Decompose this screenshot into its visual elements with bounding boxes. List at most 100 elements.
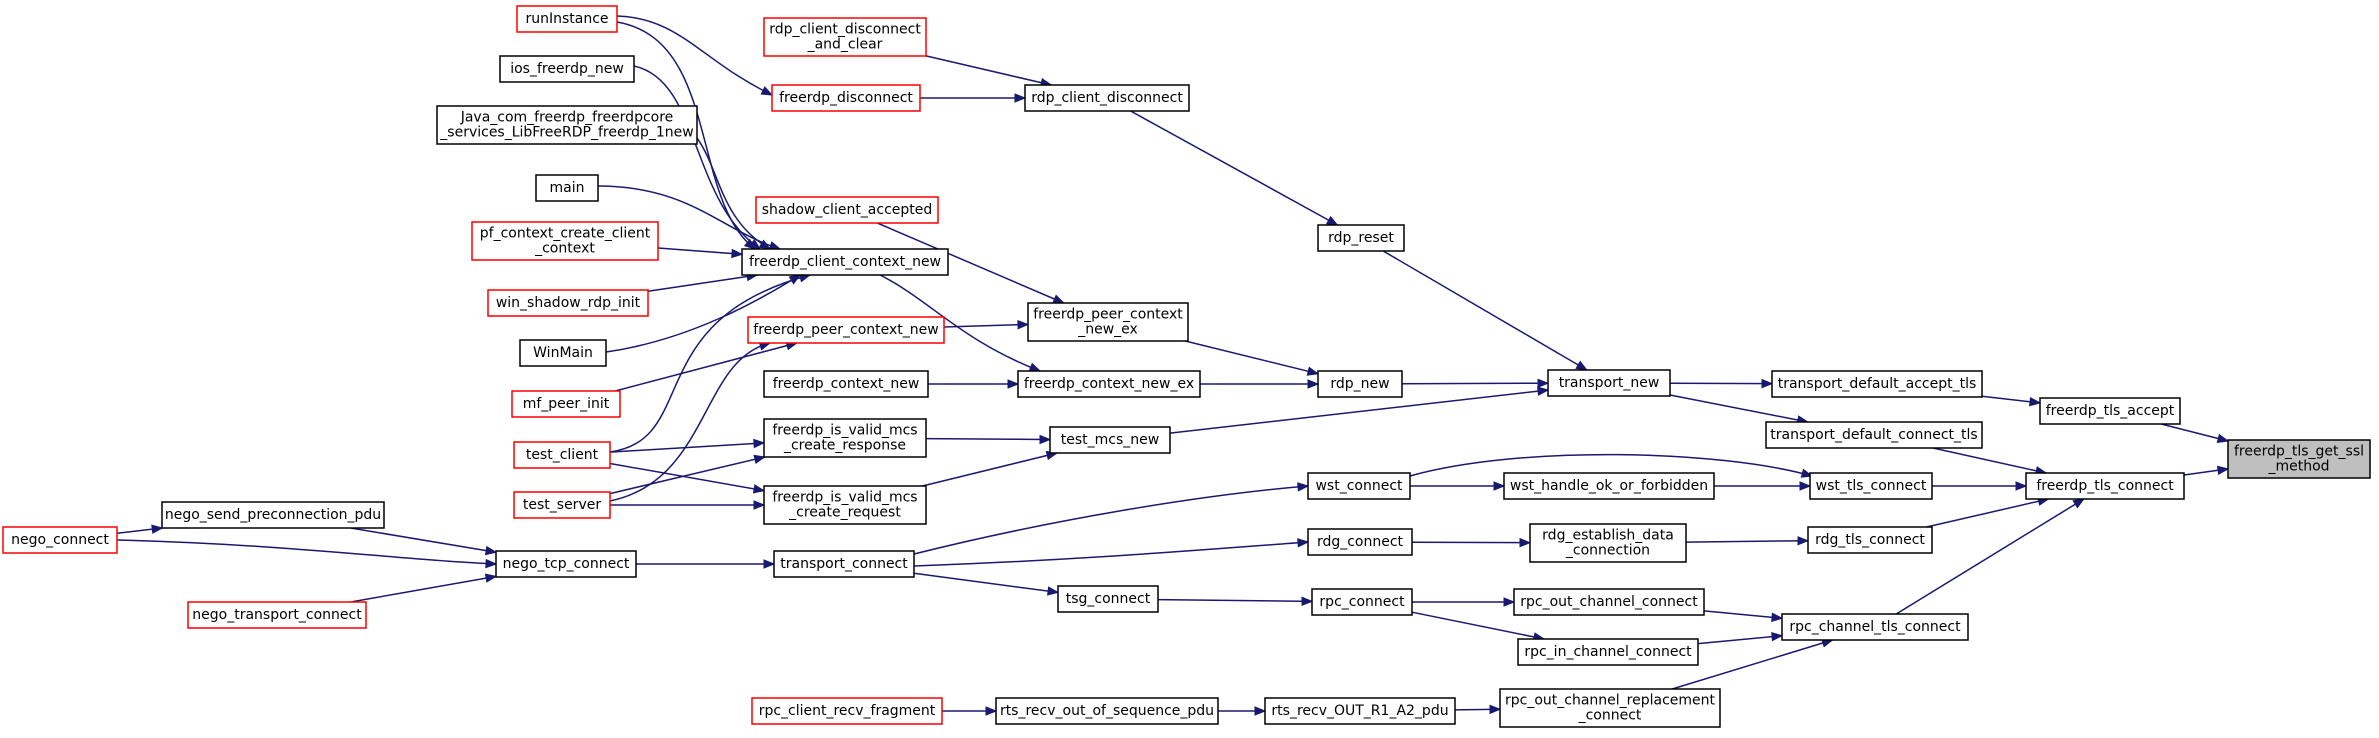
edge-nego_connect-to-nego_tcp_connect <box>116 539 498 569</box>
node-transport_default_connect_tls[interactable]: transport_default_connect_tls <box>1765 421 1983 449</box>
edge-rdg_establish-to-rdg_tls_connect <box>1685 536 1810 546</box>
node-rpc_in_channel_connect[interactable]: rpc_in_channel_connect <box>1517 638 1699 666</box>
edge-peer_context_new-to-peer_context_new_ex <box>943 319 1030 330</box>
arrowhead <box>484 573 498 583</box>
node-wst_connect[interactable]: wst_connect <box>1307 472 1411 500</box>
node-box <box>1765 421 1983 449</box>
node-context_new_ex[interactable]: freerdp_context_new_ex <box>1017 370 1201 398</box>
arrowhead <box>151 524 164 534</box>
node-valid_mcs_request[interactable]: freerdp_is_valid_mcs_create_request <box>763 485 927 525</box>
edge-transport_connect-to-tsg_connect <box>913 572 1060 596</box>
edge-context_new_ex-to-rdp_new <box>1200 379 1320 389</box>
node-shadow_client_accepted[interactable]: shadow_client_accepted <box>755 196 939 224</box>
arrowhead <box>1575 360 1588 371</box>
node-box <box>1513 588 1705 616</box>
edge-rdg_connect-to-rdg_establish <box>1411 537 1532 548</box>
node-label: nego_send_preconnection_pdu <box>165 507 381 523</box>
node-freerdp_disconnect[interactable]: freerdp_disconnect <box>771 84 921 112</box>
node-label: test_mcs_new <box>1061 432 1159 448</box>
node-test_mcs_new[interactable]: test_mcs_new <box>1049 426 1171 454</box>
node-label: test_server <box>523 497 601 513</box>
node-rts_recv_out_r1[interactable]: rts_recv_OUT_R1_A2_pdu <box>1264 697 1456 725</box>
node-main[interactable]: main <box>535 174 599 202</box>
node-rdg_tls_connect[interactable]: rdg_tls_connect <box>1807 526 1933 554</box>
node-java_jni[interactable]: Java_com_freerdp_freerdpcore_services_Li… <box>436 105 698 145</box>
node-context_new[interactable]: freerdp_context_new <box>763 370 929 398</box>
node-nego_connect[interactable]: nego_connect <box>2 526 118 554</box>
arrowhead <box>1493 481 1506 491</box>
node-rdp_client_disconnect_and_clear[interactable]: rdp_client_disconnect_and_clear <box>763 17 927 57</box>
node-label: rdp_reset <box>1328 230 1394 246</box>
node-box <box>771 84 921 112</box>
node-box <box>1049 426 1171 454</box>
arrowhead <box>1771 632 1784 642</box>
node-ios_freerdp_new[interactable]: ios_freerdp_new <box>499 55 635 83</box>
arrowhead <box>1799 481 1812 491</box>
node-client_context_new[interactable]: freerdp_client_context_new <box>741 248 949 276</box>
edge-pf_context-to-client_context_new <box>657 247 744 259</box>
node-transport_default_accept_tls[interactable]: transport_default_accept_tls <box>1771 370 1983 398</box>
node-box <box>471 221 659 261</box>
node-runInstance[interactable]: runInstance <box>516 5 618 33</box>
node-rpc_connect[interactable]: rpc_connect <box>1311 588 1413 616</box>
arrowhead <box>748 238 762 250</box>
node-label: main <box>550 180 585 196</box>
arrowhead <box>1537 378 1550 389</box>
node-transport_new[interactable]: transport_new <box>1547 369 1671 397</box>
arrowhead <box>753 438 766 449</box>
node-box <box>161 501 385 529</box>
node-box <box>499 55 635 83</box>
node-tls_connect[interactable]: freerdp_tls_connect <box>2025 472 2185 500</box>
node-box <box>763 370 929 398</box>
node-peer_context_new_ex[interactable]: freerdp_peer_context_new_ex <box>1027 302 1189 342</box>
node-test_server[interactable]: test_server <box>513 491 611 519</box>
arrowhead <box>1254 706 1267 716</box>
node-valid_mcs_response[interactable]: freerdp_is_valid_mcs_create_response <box>763 418 927 458</box>
node-transport_connect[interactable]: transport_connect <box>773 550 915 578</box>
node-label: WinMain <box>533 345 593 361</box>
node-rdp_client_disconnect[interactable]: rdp_client_disconnect <box>1024 84 1190 112</box>
node-peer_context_new[interactable]: freerdp_peer_context_new <box>747 316 945 344</box>
node-tls_accept[interactable]: freerdp_tls_accept <box>2039 397 2181 425</box>
node-wst_tls_connect[interactable]: wst_tls_connect <box>1809 472 1933 500</box>
node-box <box>436 105 698 145</box>
node-mf_peer_init[interactable]: mf_peer_init <box>511 390 621 418</box>
node-nego_send_preconnection_pdu[interactable]: nego_send_preconnection_pdu <box>161 501 385 529</box>
node-nego_tcp_connect[interactable]: nego_tcp_connect <box>495 550 637 578</box>
node-label: nego_tcp_connect <box>503 556 630 572</box>
node-box <box>511 390 621 418</box>
node-label: rpc_in_channel_connect <box>1524 644 1692 660</box>
node-rpc_out_channel_connect[interactable]: rpc_out_channel_connect <box>1513 588 1705 616</box>
node-label: rpc_out_channel_replacement <box>1505 693 1716 709</box>
function-nodes: freerdp_tls_get_ssl_methodfreerdp_tls_ac… <box>2 5 2371 728</box>
arrowhead <box>1052 294 1065 304</box>
edge-transport_connect-to-rdg_connect <box>913 538 1310 567</box>
node-rpc_channel_tls_connect[interactable]: rpc_channel_tls_connect <box>1781 613 1969 641</box>
node-label: _create_request <box>788 505 901 521</box>
node-label: rts_recv_out_of_sequence_pdu <box>1000 703 1214 719</box>
node-tsg_connect[interactable]: tsg_connect <box>1057 585 1159 613</box>
arrowhead <box>753 454 767 465</box>
node-WinMain[interactable]: WinMain <box>519 339 607 367</box>
arrowhead <box>1537 386 1550 396</box>
edge-test_server-to-valid_mcs_request <box>610 500 766 510</box>
node-pf_context[interactable]: pf_context_create_client_context <box>471 221 659 261</box>
node-test_client[interactable]: test_client <box>513 441 611 469</box>
node-box <box>763 17 927 57</box>
node-rdg_connect[interactable]: rdg_connect <box>1307 528 1413 556</box>
node-rpc_client_recv_fragment[interactable]: rpc_client_recv_fragment <box>751 697 943 725</box>
arrowhead <box>484 545 498 556</box>
node-box <box>513 441 611 469</box>
node-win_shadow[interactable]: win_shadow_rdp_init <box>487 289 649 317</box>
node-rdp_new[interactable]: rdp_new <box>1317 370 1403 398</box>
node-rts_recv_out_of_sequence[interactable]: rts_recv_out_of_sequence_pdu <box>995 697 1219 725</box>
node-rdp_reset[interactable]: rdp_reset <box>1317 224 1405 252</box>
node-box <box>187 601 367 629</box>
node-wst_handle_ok[interactable]: wst_handle_ok_or_forbidden <box>1503 472 1715 500</box>
node-box <box>1024 84 1190 112</box>
node-rpc_out_channel_replacement[interactable]: rpc_out_channel_replacement_connect <box>1499 688 1721 728</box>
node-rdg_establish[interactable]: rdg_establish_data_connection <box>1529 523 1687 563</box>
node-nego_transport_connect[interactable]: nego_transport_connect <box>187 601 367 629</box>
arrowhead <box>1489 704 1502 715</box>
node-label: _new_ex <box>1077 322 1138 338</box>
